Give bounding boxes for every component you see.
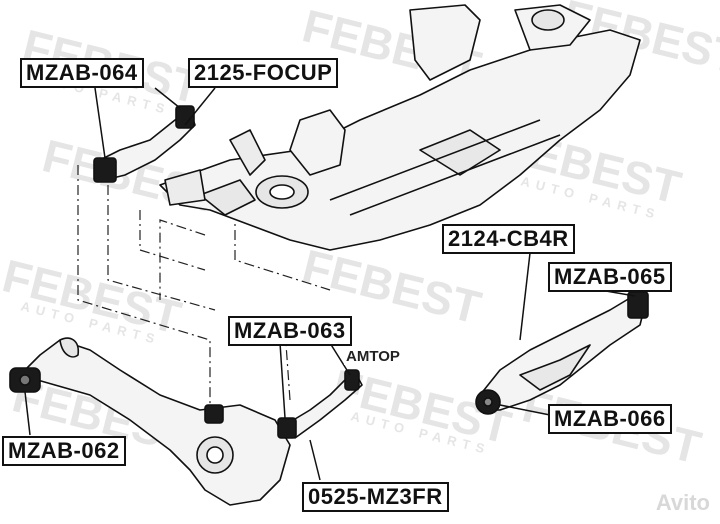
avito-watermark: Avito bbox=[655, 490, 710, 515]
upper-trailing-arm bbox=[93, 105, 196, 183]
label-mzab-066: MZAB-066 bbox=[548, 404, 672, 434]
bushing-mzab-065 bbox=[627, 291, 649, 319]
label-mzab-062: MZAB-062 bbox=[2, 436, 126, 466]
bushing-mzab-063 bbox=[277, 417, 297, 439]
label-0525-mz3fr: 0525-MZ3FR bbox=[302, 482, 449, 512]
label-2125-focup: 2125-FOCUP bbox=[188, 58, 339, 88]
label-mzab-064: MZAB-064 bbox=[20, 58, 144, 88]
label-mzab-063: MZAB-063 bbox=[228, 316, 352, 346]
rear-subframe bbox=[159, 4, 641, 251]
amtop-overlay-text: AMTOP bbox=[344, 348, 402, 365]
assembly-guide-lines bbox=[77, 165, 331, 420]
rear-knuckle-trailing-arm bbox=[9, 337, 291, 506]
label-2124-cb4r: 2124-CB4R bbox=[442, 224, 575, 254]
label-mzab-065: MZAB-065 bbox=[548, 262, 672, 292]
lateral-link bbox=[277, 369, 363, 439]
leader-lines bbox=[24, 87, 636, 481]
lower-control-arm bbox=[475, 291, 649, 415]
bushing-mzab-064 bbox=[93, 157, 117, 183]
